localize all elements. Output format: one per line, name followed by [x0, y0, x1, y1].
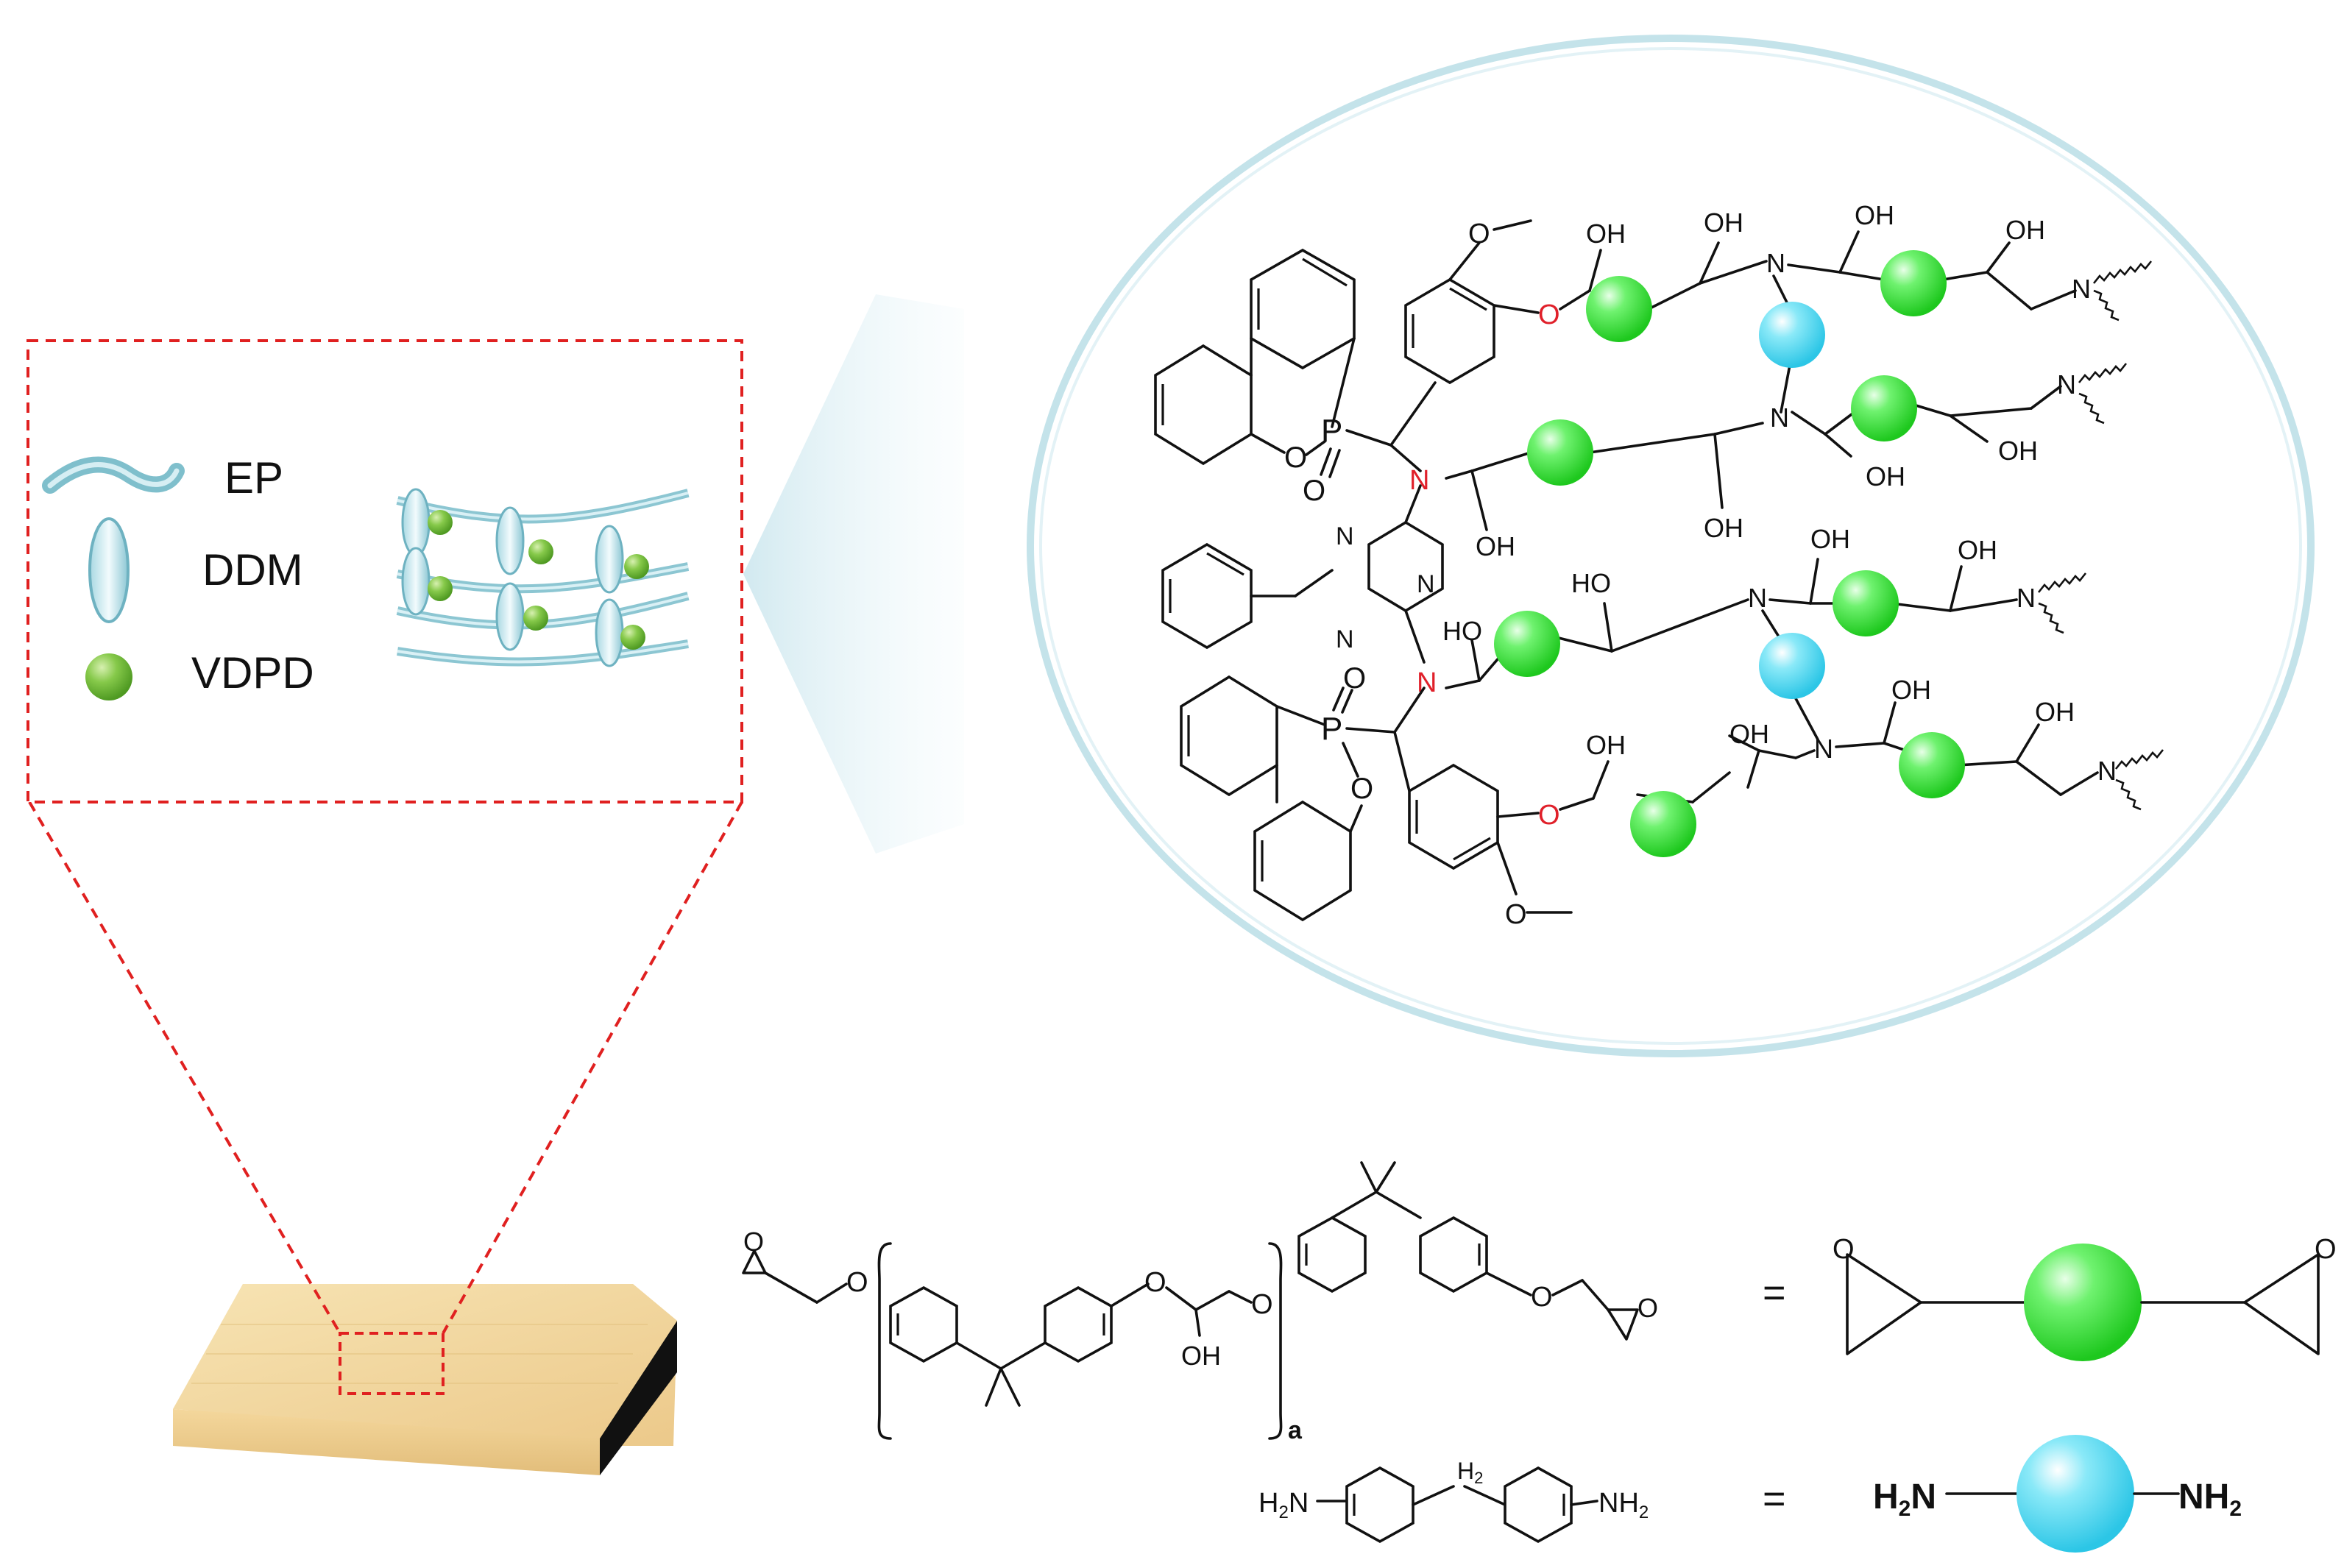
- svg-text:O: O: [1637, 1293, 1658, 1323]
- ddm-structure: H2N H2 NH2: [1258, 1458, 1649, 1544]
- svg-text:O: O: [743, 1227, 764, 1257]
- svg-text:O: O: [1144, 1267, 1166, 1298]
- svg-text:OH: OH: [1586, 730, 1626, 760]
- svg-text:O: O: [1468, 219, 1490, 249]
- zoom-circle: [1027, 35, 2315, 1057]
- equals-ddm: =: [1763, 1477, 1786, 1521]
- svg-text:OH: OH: [1866, 461, 1905, 492]
- ddm-ellipse-icon: [88, 517, 130, 623]
- svg-text:N: N: [1770, 402, 1789, 433]
- svg-text:OH: OH: [1704, 207, 1743, 238]
- svg-text:O: O: [1343, 662, 1366, 695]
- svg-text:OH: OH: [2005, 215, 2045, 245]
- vdpd-sphere-icon: [85, 653, 132, 700]
- svg-text:N: N: [1766, 248, 1785, 278]
- svg-text:O: O: [1350, 773, 1373, 805]
- svg-text:OH: OH: [1998, 436, 2038, 466]
- ddm-label: DDM: [202, 545, 303, 595]
- zoom-line-right: [442, 801, 743, 1334]
- svg-text:O: O: [1251, 1289, 1273, 1320]
- svg-text:P: P: [1321, 711, 1342, 747]
- svg-text:OH: OH: [1586, 219, 1626, 249]
- svg-text:N: N: [2097, 756, 2117, 786]
- vdpd-label: VDPD: [191, 648, 314, 698]
- coated-board: [173, 1284, 677, 1475]
- network-illustration: [396, 488, 690, 667]
- svg-text:OH: OH: [1729, 719, 1769, 749]
- ep-sphere-representation: O O: [1833, 1234, 2337, 1361]
- svg-text:OH: OH: [1810, 524, 1850, 554]
- svg-text:HO: HO: [1571, 568, 1611, 598]
- svg-text:N: N: [1336, 522, 1354, 550]
- svg-text:O: O: [1833, 1234, 1855, 1265]
- svg-text:H2N: H2N: [1873, 1477, 1936, 1521]
- svg-text:H2N: H2N: [1258, 1488, 1309, 1522]
- svg-text:NH2: NH2: [1598, 1488, 1649, 1522]
- svg-text:P: P: [1321, 413, 1342, 449]
- svg-text:OH: OH: [2035, 697, 2075, 727]
- svg-text:OH: OH: [1958, 535, 1997, 565]
- svg-text:a: a: [1288, 1416, 1303, 1444]
- ep-label: EP: [224, 453, 283, 503]
- svg-text:O: O: [2315, 1234, 2337, 1265]
- svg-text:OH: OH: [1704, 513, 1743, 543]
- svg-text:OH: OH: [1181, 1341, 1221, 1371]
- svg-text:O: O: [846, 1267, 868, 1298]
- svg-text:O: O: [1531, 1282, 1553, 1313]
- svg-text:HO: HO: [1442, 616, 1482, 646]
- svg-text:O: O: [1505, 899, 1527, 930]
- crosslinked-network-structure: O P O O O OH N N N N N: [1154, 200, 2164, 930]
- svg-text:NH2: NH2: [2178, 1477, 2242, 1521]
- svg-text:N: N: [2017, 583, 2036, 613]
- zoom-beam: [743, 294, 964, 854]
- svg-text:O: O: [1284, 441, 1307, 474]
- equals-ep: =: [1763, 1271, 1786, 1315]
- svg-text:O: O: [1538, 800, 1560, 831]
- svg-text:N: N: [1409, 465, 1429, 496]
- legend-box: [26, 339, 743, 803]
- zoom-line-left: [28, 801, 341, 1335]
- svg-text:OH: OH: [1476, 531, 1515, 561]
- ddm-sphere-representation: H2N NH2: [1873, 1435, 2242, 1553]
- svg-text:O: O: [1303, 475, 1325, 507]
- svg-text:O: O: [1538, 299, 1560, 330]
- svg-text:N: N: [1814, 734, 1833, 764]
- svg-text:N: N: [1748, 583, 1767, 613]
- svg-text:H2: H2: [1457, 1458, 1483, 1487]
- ep-structure: O O O OH O a O O: [742, 1161, 1658, 1444]
- board-zoom-marker: [339, 1332, 445, 1395]
- svg-text:N: N: [1417, 570, 1435, 598]
- svg-text:OH: OH: [1891, 675, 1931, 705]
- svg-text:N: N: [1336, 625, 1354, 653]
- svg-text:N: N: [2072, 274, 2091, 304]
- svg-text:OH: OH: [1855, 200, 1894, 230]
- svg-text:N: N: [2057, 369, 2076, 400]
